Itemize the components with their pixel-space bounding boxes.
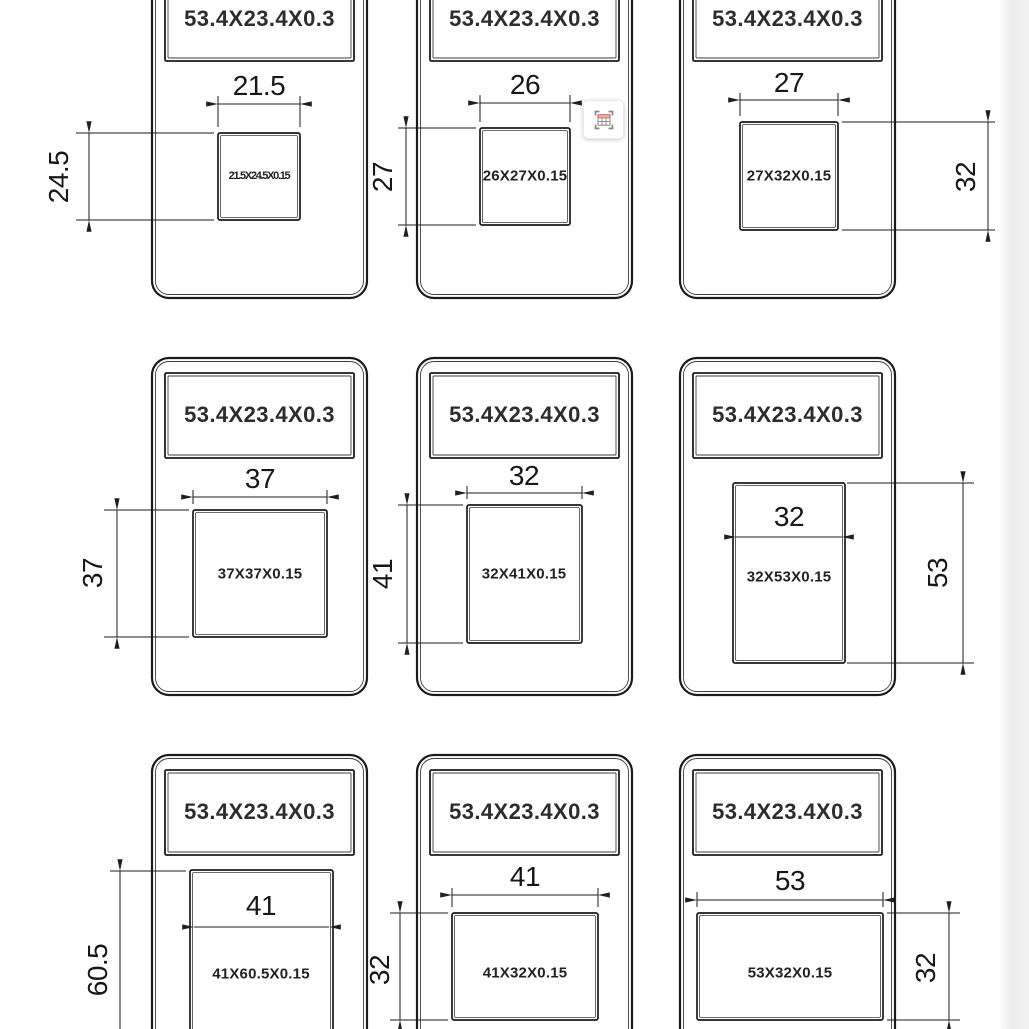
panel-6-linework (678, 356, 974, 697)
width-dimension-label: 32 (508, 460, 540, 491)
width-dimension-label: 37 (244, 463, 276, 494)
height-dimension-label: 32 (950, 161, 981, 193)
insert-size-label: 32X41X0.15 (481, 565, 567, 583)
height-dimension-label: 41 (367, 558, 398, 590)
page-edge-shade (998, 0, 1029, 1029)
insert-size-label: 26X27X0.15 (482, 167, 568, 185)
insert-size-label: 27X32X0.15 (746, 167, 832, 185)
plate-size-label: 53.4X23.4X0.3 (449, 6, 600, 31)
table-scan-icon (594, 110, 613, 129)
insert-size-label: 41X60.5X0.15 (212, 965, 310, 983)
height-dimension-label: 60.5 (82, 943, 113, 997)
panel-4-linework (104, 356, 369, 697)
plate-size-label: 53.4X23.4X0.3 (449, 799, 600, 824)
panel-7-linework (110, 753, 369, 1029)
insert-size-label: 53X32X0.15 (747, 964, 833, 982)
height-dimension-label: 37 (77, 557, 108, 589)
insert-size-label: 21.5X24.5X0.15 (228, 170, 291, 182)
width-dimension-label: 26 (509, 69, 541, 100)
plate-size-label: 53.4X23.4X0.3 (712, 402, 863, 427)
width-dimension-label: 53 (774, 865, 806, 896)
panel-1-linework (76, 0, 369, 300)
plate-size-label: 53.4X23.4X0.3 (449, 402, 600, 427)
width-dimension-label: 27 (773, 67, 805, 98)
plate-size-label: 53.4X23.4X0.3 (184, 799, 335, 824)
height-dimension-label: 53 (922, 557, 953, 589)
insert-size-label: 41X32X0.15 (482, 964, 568, 982)
plate-size-label: 53.4X23.4X0.3 (184, 6, 335, 31)
height-dimension-label: 32 (910, 952, 941, 984)
panel-5-linework (398, 356, 634, 697)
insert-size-label: 37X37X0.15 (217, 565, 303, 583)
width-dimension-label: 41 (509, 861, 541, 892)
insert-size-label: 32X53X0.15 (746, 568, 832, 586)
width-dimension-label: 32 (773, 501, 805, 532)
panel-9-linework (678, 753, 960, 1029)
plate-size-label: 53.4X23.4X0.3 (712, 799, 863, 824)
panel-2-linework (398, 0, 634, 300)
width-dimension-label: 41 (245, 890, 277, 921)
width-dimension-label: 21.5 (232, 70, 286, 101)
height-dimension-label: 24.5 (43, 150, 74, 204)
table-recognition-button[interactable] (583, 100, 624, 139)
height-dimension-label: 32 (364, 954, 395, 986)
panel-3-linework (678, 0, 995, 300)
panel-8-linework (390, 753, 634, 1029)
plate-size-label: 53.4X23.4X0.3 (712, 6, 863, 31)
plate-size-label: 53.4X23.4X0.3 (184, 402, 335, 427)
height-dimension-label: 27 (367, 161, 398, 193)
